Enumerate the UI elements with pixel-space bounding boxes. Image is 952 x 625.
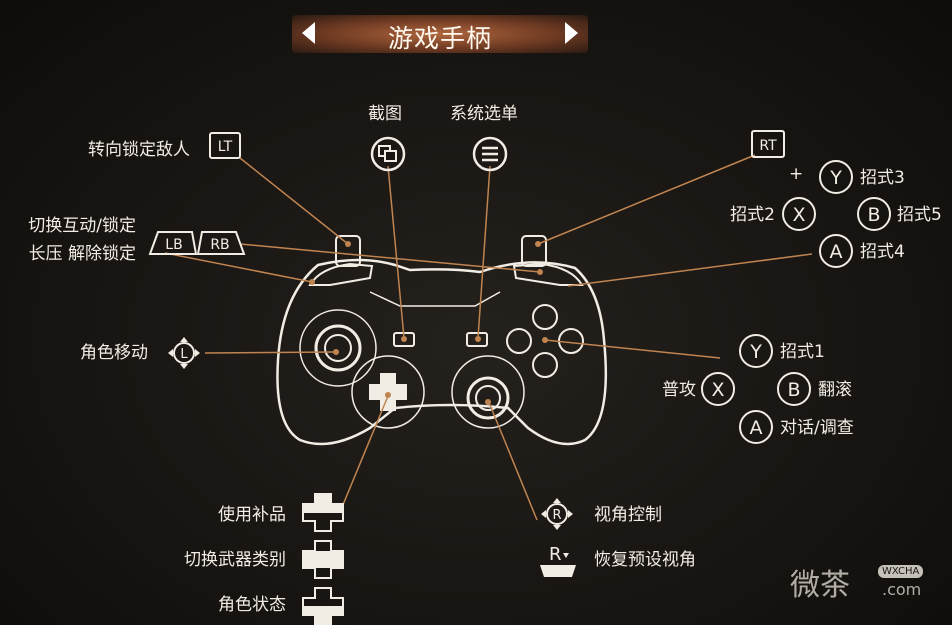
leader-dots [309,241,548,405]
face-button-right [558,328,584,354]
menu-icon [472,136,508,172]
rt-trigger-shape [521,235,547,267]
lt-action-label: 转向锁定敌人 [88,140,190,160]
rb-bumper-shape [512,262,584,286]
rt-face-b-icon: B [857,197,891,231]
watermark-brand: 微茶 [790,568,850,603]
items-label: 使用补品 [218,505,286,525]
screenshot-icon [370,136,406,172]
face-button-left [506,328,532,354]
rt-label: RT [759,138,777,154]
weapon-label: 切换武器类别 [184,550,286,570]
svg-text:Y: Y [749,341,762,363]
move4-label: 招式4 [860,242,905,262]
move1-label: 招式1 [780,342,825,362]
right-stick-well [451,355,525,429]
rb-button-icon: RB [196,231,246,255]
controller-center-panel [369,291,501,307]
dpad-down-icon [302,587,344,625]
right-stick-icon: R [541,498,573,530]
rt-face-a-icon: A [819,234,853,268]
face-button-bottom [532,352,558,378]
move-action-label: 角色移动 [80,343,148,363]
left-stick [314,324,362,372]
roll-label: 翻滚 [818,380,852,400]
left-stick-icon: L [168,337,200,369]
l-stick-label: L [180,347,188,362]
rt-face-x-icon: X [782,197,816,231]
lb-button-icon: LB [148,231,198,255]
rt-button-icon: RT [751,130,785,158]
svg-text:Y: Y [829,167,842,189]
talk-label: 对话/调查 [780,418,854,438]
svg-text:X: X [792,204,805,226]
status-label: 角色状态 [218,595,286,615]
menu-label: 系统选单 [450,104,518,124]
camera-label: 视角控制 [594,505,662,525]
face-x-icon: X [701,372,735,406]
lb-bumper-shape [308,262,374,286]
lt-button-icon: LT [209,132,241,159]
face-y-icon: Y [739,334,773,368]
svg-text:X: X [711,379,724,401]
svg-text:B: B [867,204,880,226]
controller-outline [276,258,608,446]
svg-text:B: B [787,379,800,401]
svg-text:A: A [750,417,763,439]
prev-tab-arrow-icon[interactable] [302,22,315,44]
right-stick [466,376,510,420]
right-stick-press-icon: R [540,544,576,577]
face-button-top [532,304,558,330]
r-stick-label: R [552,508,561,523]
screenshot-label: 截图 [368,104,402,124]
menu-button-shape [466,332,488,347]
move2-label: 招式2 [730,205,775,225]
dpad-horizontal-icon [302,540,344,579]
face-a-icon: A [739,410,773,444]
left-stick-well [299,309,377,387]
rt-face-y-icon: Y [819,160,853,194]
watermark-tag: WXCHA [878,565,924,578]
svg-text:R: R [549,544,562,565]
category-tab-bar: 游戏手柄 [292,15,588,53]
lt-label: LT [218,139,233,155]
page-title: 游戏手柄 [387,24,492,53]
svg-text:A: A [830,241,843,263]
reset-camera-label: 恢复预设视角 [594,550,696,570]
leader-lines [164,154,813,521]
lb-rb-action-label-1: 切换互动/锁定 [28,216,136,236]
watermark: 微茶 WXCHA .com [790,560,940,608]
dpad-well [351,355,425,429]
lb-rb-action-label-2: 长压 解除锁定 [28,244,136,264]
rb-label: RB [210,237,229,253]
face-b-icon: B [777,372,811,406]
attack-label: 普攻 [662,380,696,400]
move3-label: 招式3 [860,168,905,188]
dpad-up-icon [302,493,344,532]
move5-label: 招式5 [897,205,942,225]
lb-label: LB [165,237,182,253]
lt-trigger-shape [335,235,361,267]
rt-plus-label: + [789,164,804,184]
watermark-domain: .com [882,580,922,599]
next-tab-arrow-icon[interactable] [565,22,578,44]
